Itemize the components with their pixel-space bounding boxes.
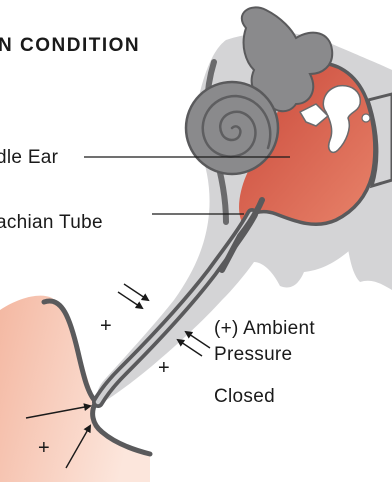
ambient-pressure-label: (+) Ambient — [214, 318, 315, 339]
diagram-title: N CONDITION — [0, 35, 140, 56]
plus-sign-throat: + — [38, 437, 50, 459]
throat-tissue — [0, 296, 150, 482]
plus-sign-lower: + — [158, 357, 170, 379]
closed-state-label: Closed — [214, 386, 275, 407]
eustachian-tube-label: achian Tube — [0, 212, 103, 233]
pressure-arrows-upper — [118, 284, 148, 308]
plus-sign-upper: + — [100, 315, 112, 337]
pressure-label: Pressure — [214, 344, 292, 365]
middle-ear-label: dle Ear — [0, 147, 59, 168]
